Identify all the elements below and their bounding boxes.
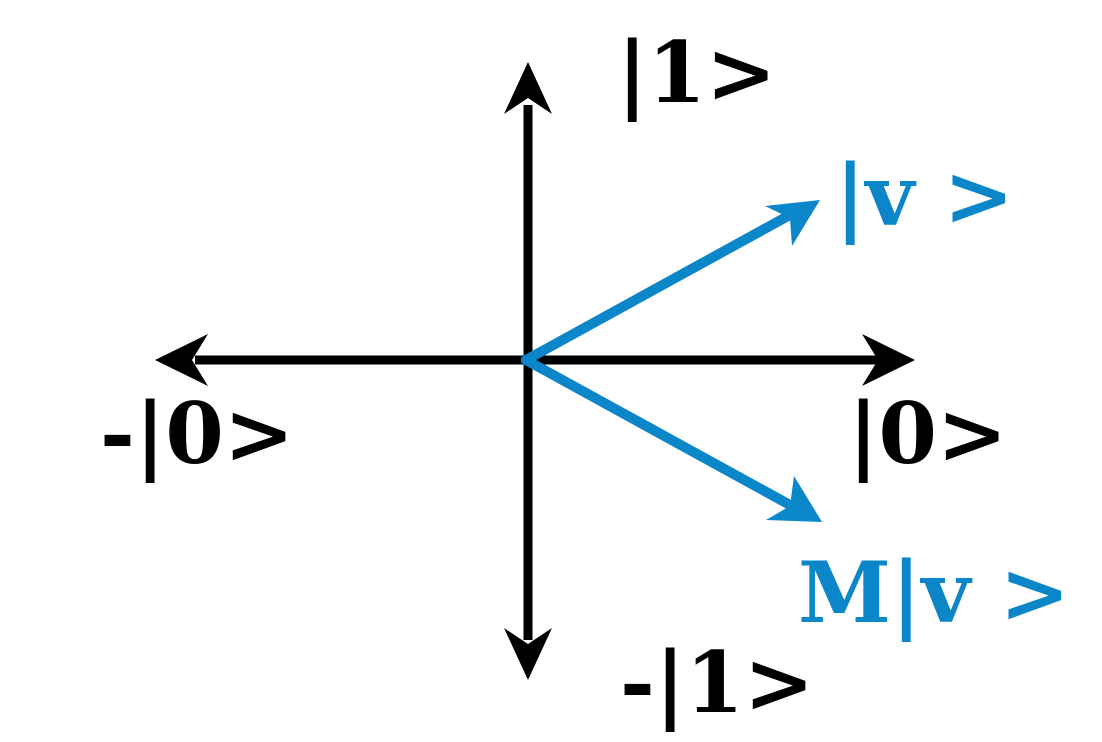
vectors [521, 200, 822, 522]
vector-v-arrowhead [765, 200, 820, 246]
vector-mv [521, 355, 795, 510]
axis-arrow-down [504, 628, 552, 680]
label-ket-0: |0> [848, 384, 1007, 484]
label-neg-ket-1: -|1> [620, 633, 814, 733]
vector-mv-arrowhead [766, 476, 822, 522]
label-neg-ket-0: -|0> [100, 384, 294, 484]
axis-arrow-right [862, 334, 915, 386]
axes [155, 62, 915, 680]
axis-arrow-left [155, 334, 208, 386]
label-m-ket-v: M|v > [798, 543, 1070, 643]
label-ket-v: |v > [835, 146, 1014, 246]
vector-v [521, 211, 793, 365]
label-ket-1: |1> [617, 23, 776, 123]
axis-arrow-up [504, 62, 552, 114]
